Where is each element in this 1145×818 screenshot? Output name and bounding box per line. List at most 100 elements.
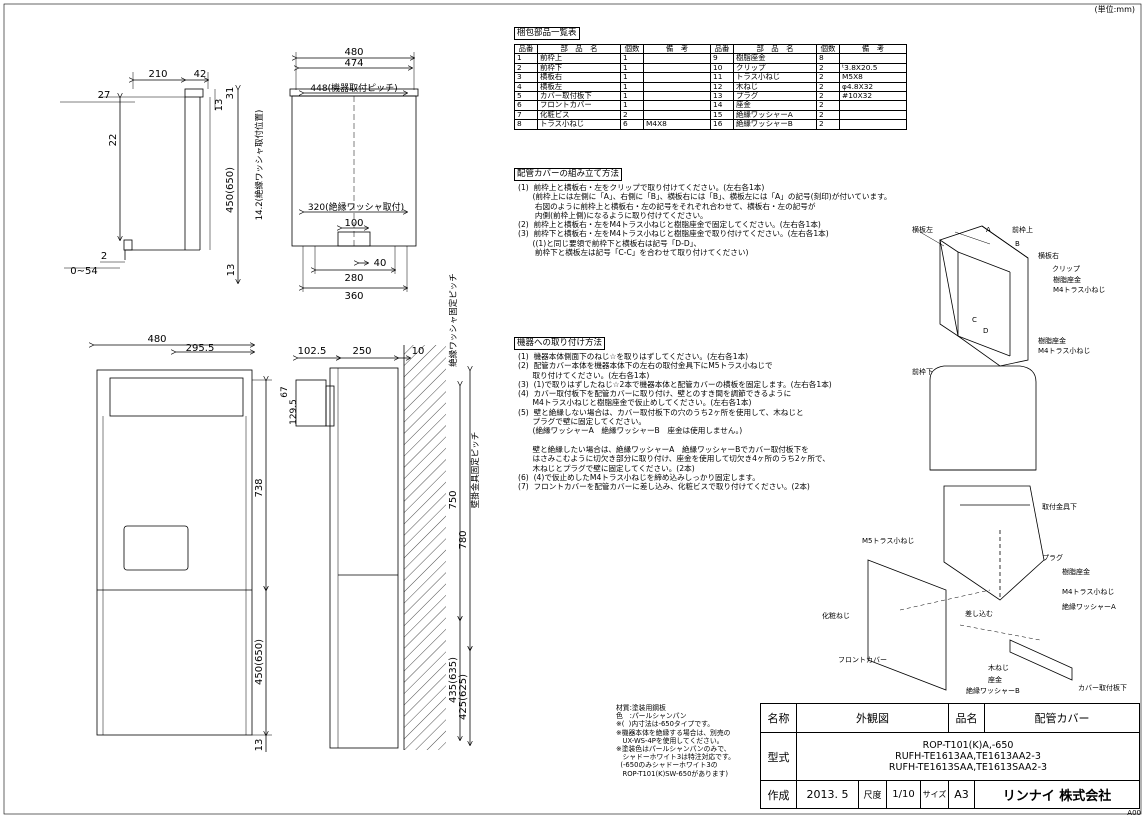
iso-label: C	[972, 316, 977, 324]
parts-cell: 1	[620, 53, 644, 64]
iso-label: 木ねじ	[988, 663, 1009, 672]
iso-label: 樹脂座金	[1038, 336, 1066, 345]
parts-cell: 座金	[733, 100, 817, 111]
parts-list-title: 梱包部品一覧表	[514, 27, 580, 40]
dim-13-b: 13	[226, 264, 237, 277]
assembly-instructions: (1) 前枠上と横板右・左をクリップで取り付けてください。(左右各1本) (前枠…	[518, 183, 892, 258]
dim-100: 100	[344, 218, 363, 229]
size-label: サイズ	[921, 781, 949, 808]
dim-738: 738	[254, 478, 265, 497]
assembly-title: 配管カバーの組み立て方法	[514, 168, 623, 181]
model-values: ROP-T101(K)A,-650 RUFH-TE1613AA,TE1613AA…	[797, 733, 1139, 781]
dim-2: 2	[101, 251, 107, 262]
iso-label: フロントカバー	[838, 656, 887, 664]
parts-cell: 1	[620, 72, 644, 83]
parts-cell	[643, 100, 711, 111]
parts-cell: 2	[816, 72, 840, 83]
iso-label: M5トラス小ねじ	[862, 536, 914, 545]
parts-cell: 1	[620, 100, 644, 111]
parts-cell: 14	[710, 100, 734, 111]
model-line: RUFH-TE1613SAA,TE1613SAA2-3	[888, 762, 1048, 773]
parts-cell	[839, 53, 907, 64]
dim-40: 40	[374, 258, 387, 269]
label-bracket-pitch: 壁掛金具固定ピッチ	[470, 432, 481, 509]
parts-cell	[839, 109, 907, 121]
dim-10: 10	[412, 346, 425, 357]
dim-0-54: 0~54	[70, 266, 97, 277]
dim-320: 320(絶縁ワッシャ取付)	[308, 201, 404, 213]
name-label: 名称	[761, 704, 797, 733]
iso-label: M4トラス小ねじ	[1038, 346, 1090, 355]
dim-13-c: 13	[254, 739, 265, 752]
parts-cell: 6	[514, 100, 538, 111]
parts-cell	[643, 91, 711, 102]
name-value: 外観図	[797, 704, 949, 733]
iso-label: 樹脂座金	[1053, 275, 1081, 284]
iso-label: 取付金具下	[1042, 502, 1077, 511]
label-washer-pitch: 絶縁ワッシャ固定ピッチ	[448, 273, 459, 367]
dim-31: 31	[225, 87, 236, 100]
parts-cell: 樹脂座金	[733, 53, 817, 64]
iso-label: 差し込む	[965, 609, 993, 618]
iso-label: プラグ	[1042, 553, 1063, 562]
parts-cell: フロントカバー	[537, 100, 621, 111]
iso-label: 絶縁ワッシャーA	[1062, 602, 1116, 611]
iso-label: カバー取付板下	[1078, 683, 1127, 692]
iso-label: 化粧ねじ	[822, 611, 850, 620]
dim-435: 435(635)	[448, 657, 459, 703]
company-name: リンナイ 株式会社	[1002, 789, 1112, 804]
parts-cell: M4X8	[643, 119, 711, 130]
made-label: 作成	[761, 781, 797, 808]
unit-note: (単位:mm)	[1094, 5, 1135, 14]
dim-250: 250	[352, 346, 371, 357]
title-block: 名称 外観図 品名 配管カバー 型式 ROP-T101(K)A,-650 RUF…	[760, 703, 1140, 809]
scale-label: 尺度	[859, 781, 887, 808]
dim-295-5: 295.5	[186, 343, 215, 354]
parts-header-cell: 備 考	[839, 43, 907, 55]
mounting-title: 機器への取り付け方法	[514, 337, 606, 350]
product-label: 品名	[949, 704, 985, 733]
model-line: ROP-T101(K)A,-650	[922, 740, 1014, 751]
parts-cell	[643, 81, 711, 93]
dim-780: 780	[458, 530, 469, 549]
iso-label: B	[1015, 240, 1020, 248]
iso-label: 前枠下	[912, 367, 933, 376]
dim-425: 425(625)	[458, 674, 469, 720]
material-notes: 材質:塗装用鋼板 色 :パールシャンパン ※( )内寸法は-650タイプです。 …	[616, 704, 735, 778]
scale-value: 1/10	[887, 781, 921, 808]
parts-cell: 2	[816, 100, 840, 111]
parts-cell: 絶縁ワッシャーB	[733, 119, 817, 130]
dim-210: 210	[148, 69, 167, 80]
iso-label: M4トラス小ねじ	[1053, 285, 1105, 294]
dim-480-bottom: 480	[147, 334, 166, 345]
iso-label: A	[986, 226, 991, 234]
parts-cell: ᵗ3.8X20.5	[839, 62, 907, 74]
parts-cell: 8	[514, 119, 538, 130]
dim-42: 42	[194, 69, 207, 80]
parts-cell	[643, 62, 711, 74]
parts-cell: 前枠上	[537, 53, 621, 64]
parts-cell: #10X32	[839, 91, 907, 102]
parts-cell	[643, 53, 711, 64]
product-value: 配管カバー	[985, 704, 1139, 733]
parts-header-cell: 備 考	[643, 43, 711, 55]
dim-22: 22	[108, 134, 119, 147]
dim-13-a: 13	[214, 99, 225, 112]
dim-750: 750	[448, 490, 459, 509]
parts-header-row: 品番部 品 名個数備 考品番部 品 名個数備 考	[514, 43, 907, 55]
dim-360: 360	[344, 291, 363, 302]
parts-cell: 9	[710, 53, 734, 64]
parts-cell: 6	[620, 119, 644, 130]
dim-67: 67	[280, 386, 290, 397]
iso-label: 樹脂座金	[1062, 567, 1090, 576]
iso-label: 絶縁ワッシャーB	[966, 686, 1020, 695]
parts-cell: 16	[710, 119, 734, 130]
model-line: RUFH-TE1613AA,TE1613AA2-3	[895, 751, 1041, 762]
